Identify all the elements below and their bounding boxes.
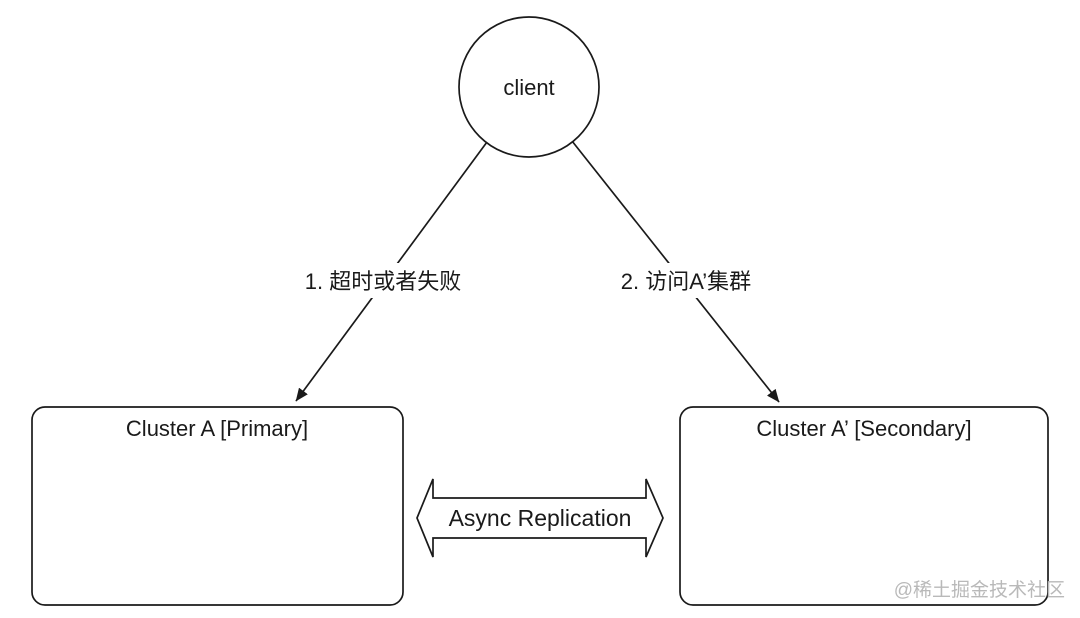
edge-label-access-backing <box>603 263 769 298</box>
client-node <box>458 16 600 158</box>
edge-label-timeout: 1. 超时或者失败 <box>305 269 461 294</box>
async-replication-arrow <box>416 478 664 558</box>
cluster-a-label: Cluster A [Primary] <box>126 416 308 441</box>
watermark-text: @稀土掘金技术社区 <box>894 579 1065 601</box>
client-node-label: client <box>503 75 554 100</box>
edge-label-timeout-backing <box>297 263 469 298</box>
cluster-a-box <box>31 406 404 606</box>
cluster-a-prime-label: Cluster A’ [Secondary] <box>756 416 971 441</box>
edge-label-access: 2. 访问A’集群 <box>621 269 751 294</box>
cluster-a-prime-box <box>679 406 1049 606</box>
async-replication-label: Async Replication <box>449 505 632 531</box>
